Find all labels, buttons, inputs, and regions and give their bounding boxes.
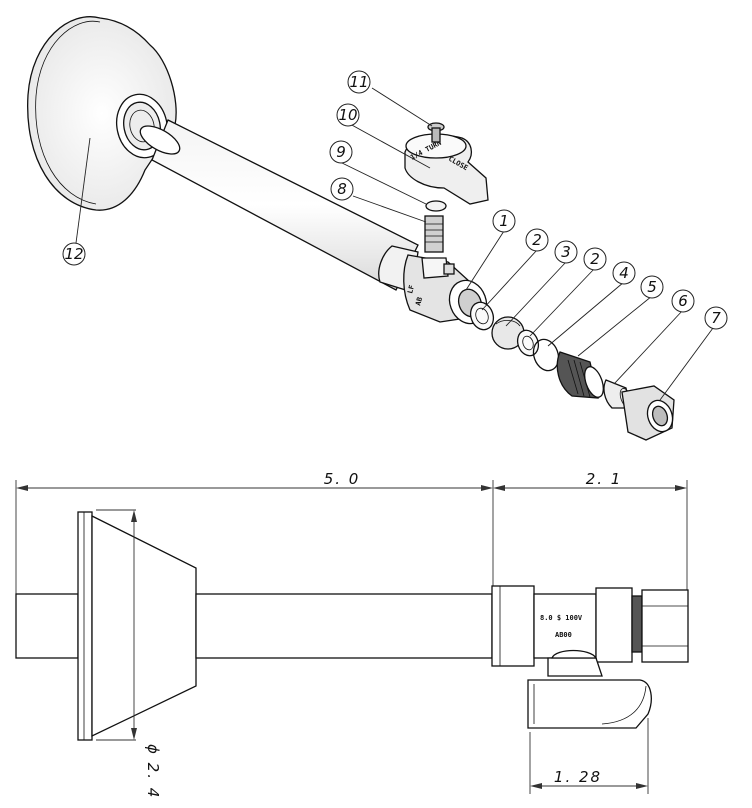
dimension-flange-diameter: ϕ 2. 4 [96,509,162,799]
svg-text:3: 3 [561,243,571,261]
valve-stem [424,215,444,253]
svg-text:7: 7 [711,309,721,327]
balloon-9: 9 [329,140,353,164]
dimension-text-handle: 1. 28 [554,768,602,786]
side-valve-body: 8.0 $ 100V AB00 [533,593,597,659]
supply-tube [139,119,419,291]
balloon-7: 7 [704,306,728,330]
side-compression-nut [641,589,689,663]
svg-text:10: 10 [338,106,357,124]
dimension-overall-length: 5. 0 [15,470,494,600]
escutcheon-flange [27,16,177,211]
exploded-view: LF AB 1/4 TURN CLOSE [27,16,728,441]
svg-text:5: 5 [647,278,657,296]
balloon-3: 3 [554,240,578,264]
side-view: 5. 0 2. 1 ϕ 2. 4 [15,470,689,799]
svg-text:AB00: AB00 [555,631,572,639]
balloon-10: 10 [336,103,360,127]
svg-text:1: 1 [499,212,509,230]
side-stem [547,649,603,677]
balloon-4: 4 [612,261,636,285]
stem-o-ring [425,200,447,212]
svg-text:8: 8 [337,180,347,198]
dimension-text-outlet: 2. 1 [586,470,623,488]
balloon-12: 12 [62,242,86,266]
balloon-6: 6 [671,289,695,313]
valve-handle: 1/4 TURN CLOSE [404,133,489,205]
leader-lines [75,87,714,401]
side-bonnet [595,587,643,663]
dimension-handle-width: 1. 28 [529,718,649,794]
svg-text:2: 2 [532,231,542,249]
balloon-11: 11 [347,70,371,94]
side-main-tube [195,593,493,659]
svg-text:6: 6 [678,292,688,310]
side-handle [527,679,652,729]
compression-nut [621,385,675,441]
balloon-2-second: 2 [583,247,607,271]
o-ring [532,338,560,372]
svg-text:4: 4 [619,264,629,282]
svg-text:11: 11 [349,73,368,91]
side-tube-stub [15,593,79,659]
seal-ring-a [469,301,495,331]
balloon-2: 2 [525,228,549,252]
svg-text:2: 2 [590,250,600,268]
svg-text:8.0 $ 100V: 8.0 $ 100V [540,614,583,622]
dimension-text-overall: 5. 0 [324,470,361,488]
svg-text:AB: AB [414,296,424,306]
dimension-text-diameter: ϕ 2. 4 [144,744,162,799]
svg-text:12: 12 [64,245,83,263]
svg-text:9: 9 [336,143,346,161]
balloon-5: 5 [640,275,664,299]
balloon-1: 1 [492,209,516,233]
handle-screw [427,122,445,143]
balloon-8: 8 [330,177,354,201]
side-flange [77,511,197,741]
svg-text:LF: LF [406,284,416,294]
side-sleeve [491,585,535,667]
bonnet-nut [556,351,604,399]
dimension-outlet-length: 2. 1 [493,470,688,592]
